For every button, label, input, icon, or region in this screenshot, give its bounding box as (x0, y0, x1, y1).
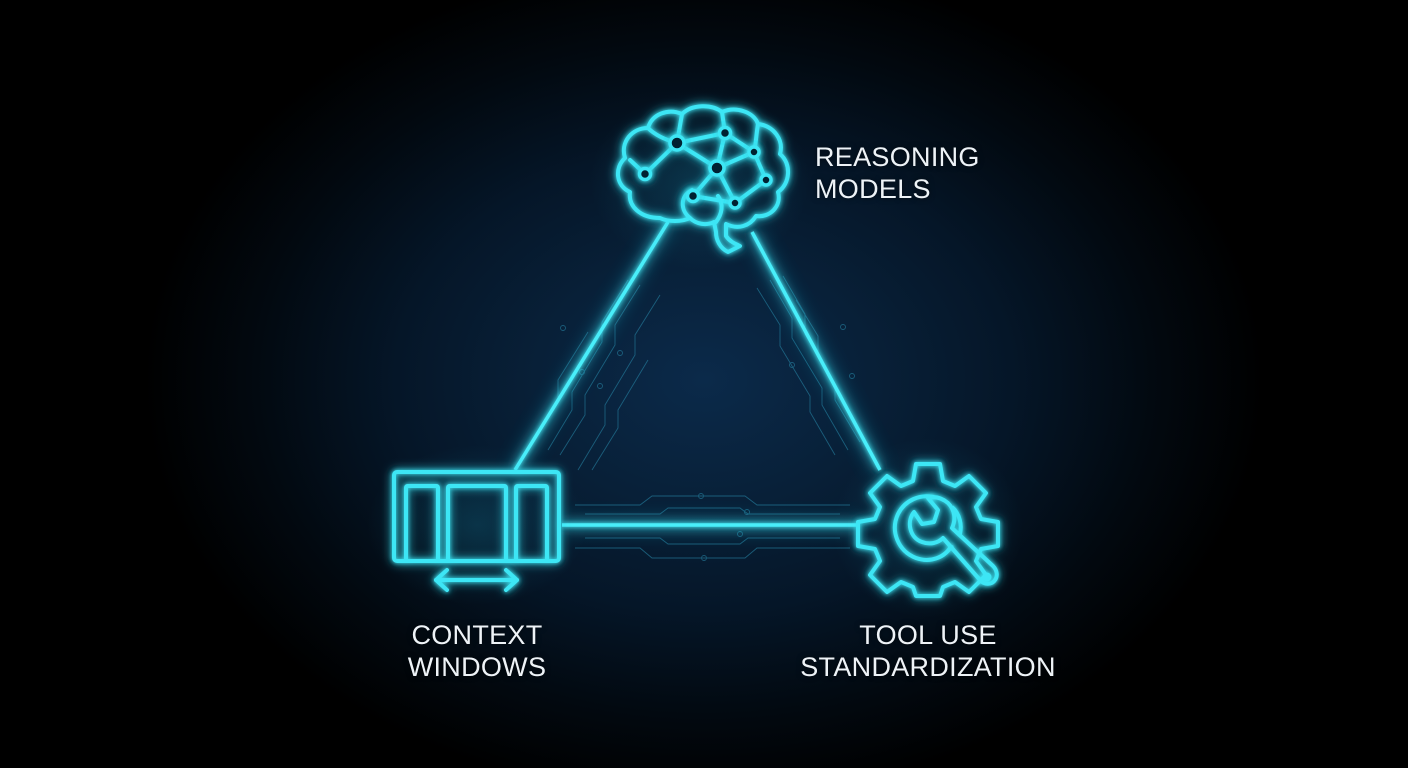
edge-reasoning-tools (750, 231, 882, 471)
brain-node (717, 125, 733, 141)
circuit-traces (534, 275, 861, 561)
label-line: REASONING (815, 142, 980, 172)
label-line: WINDOWS (407, 652, 547, 682)
label-line: CONTEXT (411, 620, 543, 650)
brain-node (708, 159, 726, 177)
edge-reasoning-context (513, 221, 670, 471)
label-line: MODELS (815, 174, 931, 204)
brain-node (637, 166, 653, 182)
brain-node (747, 145, 761, 159)
context-window-icon (367, 445, 587, 605)
brain-node (759, 173, 773, 187)
triangle-edges (510, 219, 885, 530)
gear-wrench-icon (833, 438, 1023, 618)
double-arrow-icon (434, 568, 519, 592)
label-tool-use-standardization: TOOL USE STANDARDIZATION (778, 619, 1078, 683)
brain-node (728, 196, 742, 210)
brain-node (668, 134, 686, 152)
label-reasoning-models: REASONING MODELS (815, 141, 980, 205)
label-line: STANDARDIZATION (800, 652, 1056, 682)
label-line: TOOL USE (859, 620, 997, 650)
label-context-windows: CONTEXT WINDOWS (377, 619, 577, 683)
wrench-icon (907, 495, 999, 586)
brain-node (685, 188, 701, 204)
brain-network-icon (590, 90, 810, 270)
